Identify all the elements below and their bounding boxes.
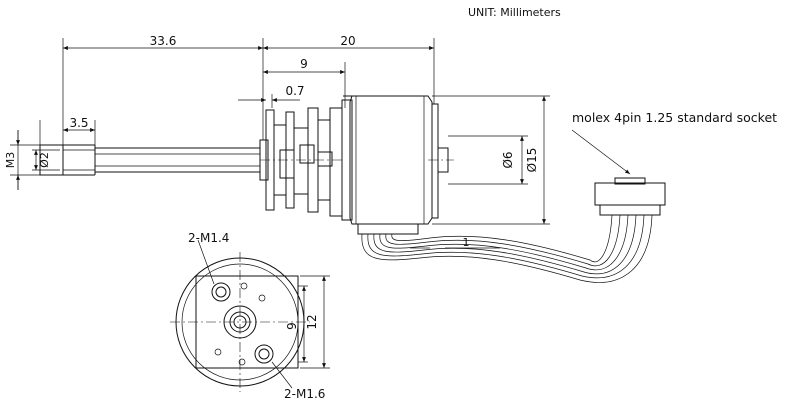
dim-wire-offset: 1 (463, 236, 470, 249)
dim-front-inner: 9 (285, 322, 299, 330)
gearbox (259, 107, 345, 217)
right-dimensions (432, 95, 550, 225)
front-view (170, 239, 330, 392)
lead-screw-shaft (94, 147, 261, 173)
connector-leader (571, 129, 631, 175)
dim-body-dia: Ø15 (525, 148, 539, 173)
dim-body-length: 20 (340, 34, 355, 48)
dim-boss-dia: Ø6 (501, 151, 515, 168)
dim-shaft-length: 33.6 (150, 34, 177, 48)
wire-harness (357, 177, 666, 283)
dim-thread: M3 (4, 152, 17, 169)
molex-connector (594, 182, 666, 206)
leader-top-hole (197, 239, 215, 285)
dim-gap: 0.7 (285, 84, 304, 98)
shaft-end (39, 144, 64, 176)
connector-note: molex 4pin 1.25 standard socket (572, 110, 777, 125)
top-dimensions (39, 38, 435, 148)
motor-body (341, 95, 454, 225)
leader-bottom-hole (271, 361, 293, 389)
hole-m14-top (211, 282, 231, 302)
dim-front-outer: 12 (305, 314, 319, 329)
dim-gearbox-length: 9 (300, 57, 308, 71)
dim-flat-length: 3.5 (69, 116, 88, 130)
dim-shaft-dia: Ø2 (38, 152, 51, 168)
label-hole-bottom: 2-M1.6 (284, 387, 325, 401)
side-view: 33.6 20 9 0.7 3.5 M3 Ø2 Ø6 Ø15 (4, 34, 666, 283)
hole-m16-bottom (254, 344, 274, 364)
label-hole-top: 2-M1.4 (188, 231, 229, 245)
left-dimensions (10, 130, 60, 190)
unit-note: UNIT: Millimeters (468, 6, 561, 19)
